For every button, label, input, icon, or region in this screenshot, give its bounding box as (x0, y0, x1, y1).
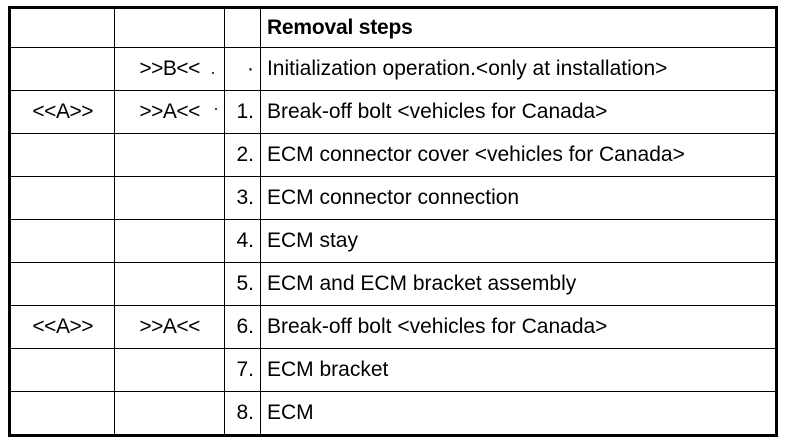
cell-mark-a: <<A>> (8, 90, 116, 134)
scan-artifact-speck (212, 72, 214, 74)
cell-mark-b (114, 176, 225, 220)
cell-mark-a: <<A>> (8, 305, 116, 349)
cell-step-number: 8. (223, 391, 261, 436)
cell-step-description: Initialization operation.<only at instal… (259, 47, 778, 91)
cell-mark-b (114, 348, 225, 392)
cell-mark-b (114, 219, 225, 263)
header-cell-mark-a (8, 7, 116, 48)
cell-step-number: 5. (223, 262, 261, 306)
cell-step-number: 2. (223, 133, 261, 177)
removal-steps-table-container: Removal steps >>B<< · Initialization ope… (8, 6, 778, 437)
table-row: 4. ECM stay (8, 219, 778, 263)
table-row: >>B<< · Initialization operation.<only a… (8, 47, 778, 91)
cell-mark-b (114, 133, 225, 177)
cell-step-description: Break-off bolt <vehicles for Canada> (259, 305, 778, 349)
table-header-row: Removal steps (8, 7, 778, 48)
cell-mark-b (114, 262, 225, 306)
scan-artifact-speck (215, 108, 217, 110)
header-cell-mark-b (114, 7, 225, 48)
table-row: 2. ECM connector cover <vehicles for Can… (8, 133, 778, 177)
cell-mark-a (8, 133, 116, 177)
cell-mark-b: >>A<< (114, 90, 225, 134)
cell-step-number: 1. (223, 90, 261, 134)
table-row: 7. ECM bracket (8, 348, 778, 392)
table-row: <<A>> >>A<< 6. Break-off bolt <vehicles … (8, 305, 778, 349)
header-cell-number (223, 7, 261, 48)
cell-mark-b: >>B<< (114, 47, 225, 91)
cell-step-description: ECM bracket (259, 348, 778, 392)
cell-mark-a (8, 219, 116, 263)
table-row: 8. ECM (8, 391, 778, 436)
cell-mark-a (8, 262, 116, 306)
cell-mark-a (8, 47, 116, 91)
cell-mark-b (114, 391, 225, 436)
cell-step-description: ECM (259, 391, 778, 436)
table-row: 3. ECM connector connection (8, 176, 778, 220)
cell-step-description: Break-off bolt <vehicles for Canada> (259, 90, 778, 134)
removal-steps-table: Removal steps >>B<< · Initialization ope… (8, 6, 778, 437)
cell-mark-a (8, 348, 116, 392)
cell-step-description: ECM connector cover <vehicles for Canada… (259, 133, 778, 177)
header-cell-removal-steps: Removal steps (259, 7, 778, 48)
cell-step-number: 7. (223, 348, 261, 392)
cell-mark-b: >>A<< (114, 305, 225, 349)
cell-mark-a (8, 176, 116, 220)
cell-step-number: 6. (223, 305, 261, 349)
cell-step-number: 4. (223, 219, 261, 263)
cell-mark-a (8, 391, 116, 436)
cell-step-description: ECM connector connection (259, 176, 778, 220)
cell-step-number: 3. (223, 176, 261, 220)
table-row: <<A>> >>A<< 1. Break-off bolt <vehicles … (8, 90, 778, 134)
cell-step-description: ECM and ECM bracket assembly (259, 262, 778, 306)
table-row: 5. ECM and ECM bracket assembly (8, 262, 778, 306)
cell-step-description: ECM stay (259, 219, 778, 263)
table-body: Removal steps >>B<< · Initialization ope… (8, 7, 778, 436)
cell-step-number: · (223, 47, 261, 91)
